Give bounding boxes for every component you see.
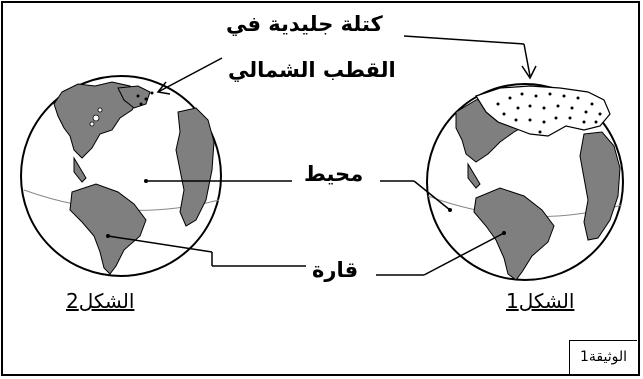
label-ice-mass-line2: القطب الشمالي: [228, 58, 396, 82]
globe2-island: [89, 121, 95, 127]
figure2-caption: الشكل2: [66, 289, 135, 313]
arrow-ice-right-h: [403, 35, 525, 45]
line-ocean-right-b: [413, 180, 451, 211]
globe2-island: [97, 107, 103, 113]
globe1-ice-dots: [496, 92, 602, 134]
document-label: الوثيقة1: [569, 340, 637, 374]
label-continent: قارة: [312, 258, 359, 282]
globe-figure2: [20, 75, 222, 277]
globe1-south-america: [473, 187, 555, 281]
line-continent-right-b: [423, 232, 505, 276]
arrow-ice-right-v: [523, 43, 531, 77]
label-ice-mass-line1: كتلة جليدية في: [226, 12, 383, 36]
arrowhead-ice-left: [156, 81, 171, 95]
globe2-africa: [175, 107, 215, 227]
arrowhead-ice-right: [521, 65, 537, 80]
globe2-south-america: [69, 183, 147, 275]
globe1-africa: [579, 131, 621, 241]
globe2-greenland: [117, 85, 151, 109]
figure1-caption: الشكل1: [506, 289, 575, 313]
pointer-lines: [107, 35, 537, 276]
label-ocean: محيط: [304, 162, 364, 186]
line-continent-left-a: [107, 235, 213, 253]
arrow-ice-left: [157, 57, 223, 93]
globe2-ice-dots: [136, 91, 154, 106]
globe1-central-america: [467, 162, 481, 189]
globe-figure1: [426, 83, 624, 281]
globe2-central-america: [73, 156, 87, 183]
pointer-dots: [106, 179, 506, 238]
globe2-island: [92, 114, 100, 122]
